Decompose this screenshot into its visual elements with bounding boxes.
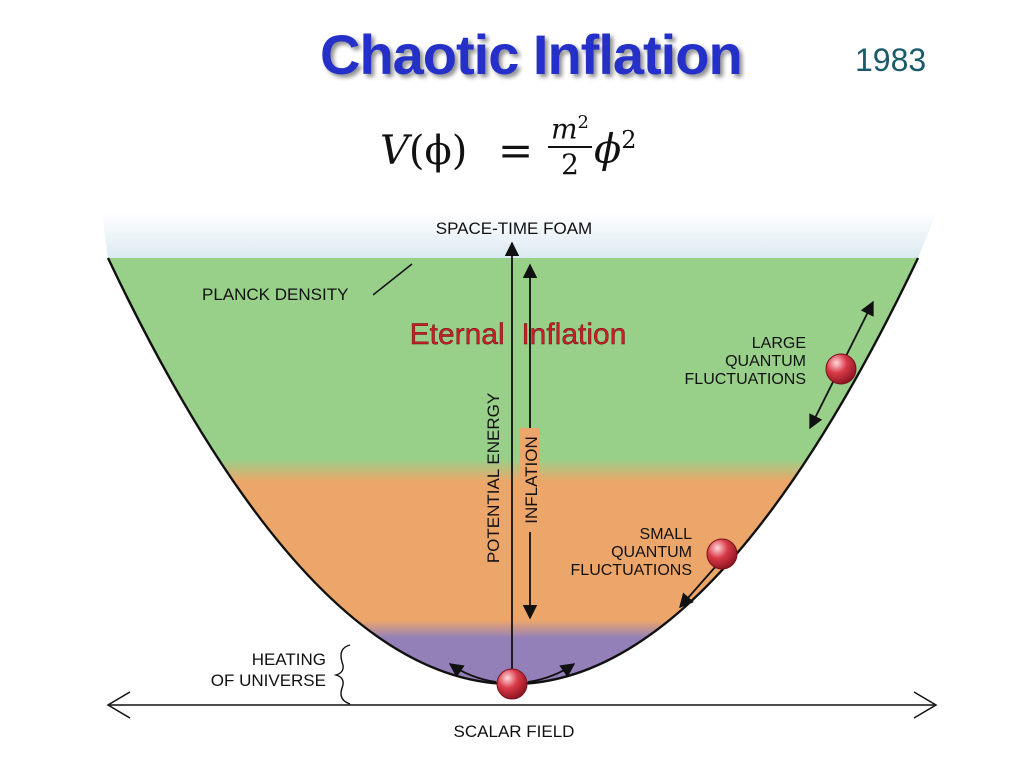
small-fluctuation-line-3: FLUCTUATIONS [571,562,692,579]
heating-brace [333,644,351,705]
small-fluctuation-line-2: QUANTUM [611,544,692,561]
large-fluctuation-line-1: LARGE [752,335,806,352]
formula-fraction: m2 2 [548,112,592,181]
formula-numerator-base: m [550,112,578,146]
small-fluctuation-ball [706,538,738,570]
scalar-field-label: SCALAR FIELD [454,722,575,741]
formula-equals: = [498,126,534,175]
large-fluctuation-line-2: QUANTUM [725,353,806,370]
large-fluctuation-ball [825,353,857,385]
heating-line-1: HEATING [252,650,326,669]
potential-energy-label: POTENTIAL ENERGY [484,393,503,563]
large-fluctuation-line-3: FLUCTUATIONS [685,371,806,388]
slide-title: Chaotic Inflation [320,23,743,86]
formula-fraction-bar [548,146,592,148]
oscillation-arrow-left [448,663,497,683]
bottom-ball [496,668,528,700]
planck-density-pointer [372,263,413,296]
planck-density-label: PLANCK DENSITY [202,285,348,304]
formula-function: V [380,128,409,174]
formula-numerator: m2 [548,112,592,146]
formula-variable-exponent: 2 [621,126,637,154]
heating-line-2: OF UNIVERSE [211,671,326,690]
eternal-inflation-label: Eternal Inflation [410,318,627,351]
formula-argument: (ϕ) [408,128,468,174]
formula-lhs: V(ϕ) [380,128,467,174]
year-label: 1983 [855,42,927,78]
inflation-label-backdrop [520,428,540,532]
formula-denominator: 2 [561,148,579,181]
formula-numerator-exponent: 2 [577,112,589,133]
axis-left-arrowhead [106,691,131,719]
inflation-label: INFLATION [522,436,541,524]
small-fluctuation-arrow [679,565,717,609]
space-time-foam-band [102,214,936,258]
formula-variable-base: ϕ [594,126,622,173]
small-fluctuation-line-1: SMALL [640,526,693,543]
formula-variable: ϕ2 [594,126,637,172]
oscillation-arrow-right [527,663,576,683]
axis-right-arrowhead [913,691,938,719]
space-time-foam-label: SPACE-TIME FOAM [436,219,592,238]
